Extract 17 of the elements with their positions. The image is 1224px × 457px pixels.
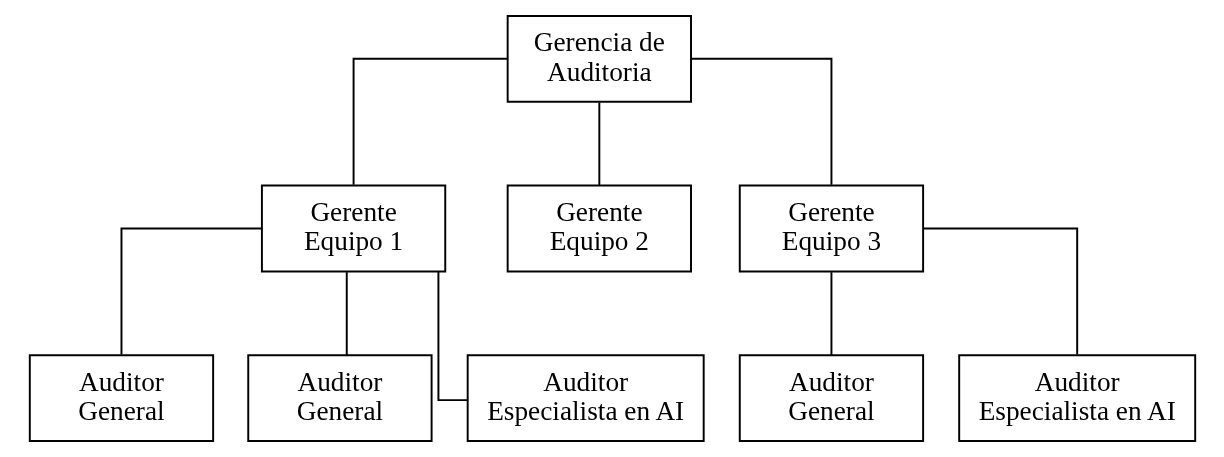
node-box: Auditor Especialista en AI bbox=[957, 354, 1196, 443]
connector bbox=[689, 57, 832, 186]
connector bbox=[829, 271, 832, 357]
node-box: Auditor Especialista en AI bbox=[466, 354, 705, 443]
node-box: Gerente Equipo 3 bbox=[738, 184, 924, 273]
connector bbox=[352, 57, 508, 186]
node-box: Gerente Equipo 2 bbox=[506, 184, 692, 273]
node-box: Gerente Equipo 1 bbox=[260, 184, 446, 273]
connector bbox=[436, 270, 468, 402]
connector bbox=[345, 271, 348, 357]
node-box: Gerencia de Auditoria bbox=[506, 14, 692, 103]
node-box: Auditor General bbox=[28, 354, 214, 443]
node-box: Auditor General bbox=[738, 354, 924, 443]
connector bbox=[597, 101, 600, 187]
node-box: Auditor General bbox=[246, 354, 433, 443]
connector bbox=[922, 227, 1078, 356]
connector bbox=[120, 227, 263, 356]
